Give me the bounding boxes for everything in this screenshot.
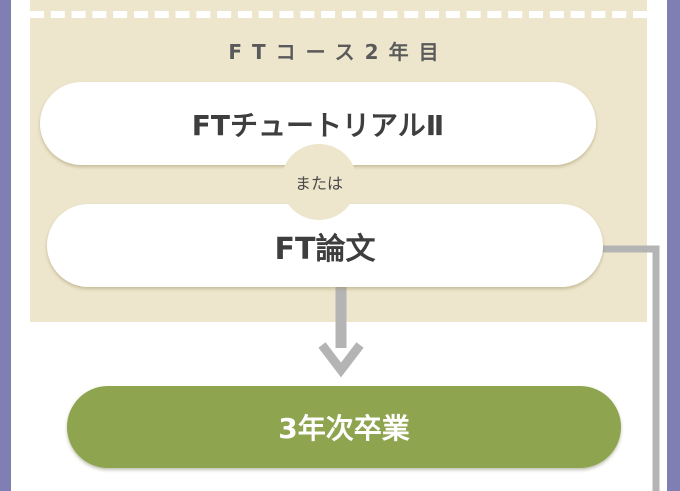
option-ft-thesis-label: FT論文 <box>274 231 376 267</box>
option-ft-tutorial-label: FTチュートリアルⅡ <box>191 108 445 142</box>
down-arrow-head <box>318 342 364 378</box>
dashed-divider <box>30 11 647 18</box>
third-year-graduation: 3年次卒業 <box>67 386 621 468</box>
flow-connectors <box>318 245 660 491</box>
section-title: FTコース2年目 <box>228 40 449 64</box>
or-connector-badge: または <box>281 144 357 220</box>
side-connector-line <box>603 245 660 491</box>
graduation-label: 3年次卒業 <box>278 412 410 445</box>
or-connector-label: または <box>294 174 343 193</box>
course-flow-panel: FTコース2年目 FTチュートリアルⅡ FT論文 または 3年次卒業 <box>11 0 667 491</box>
